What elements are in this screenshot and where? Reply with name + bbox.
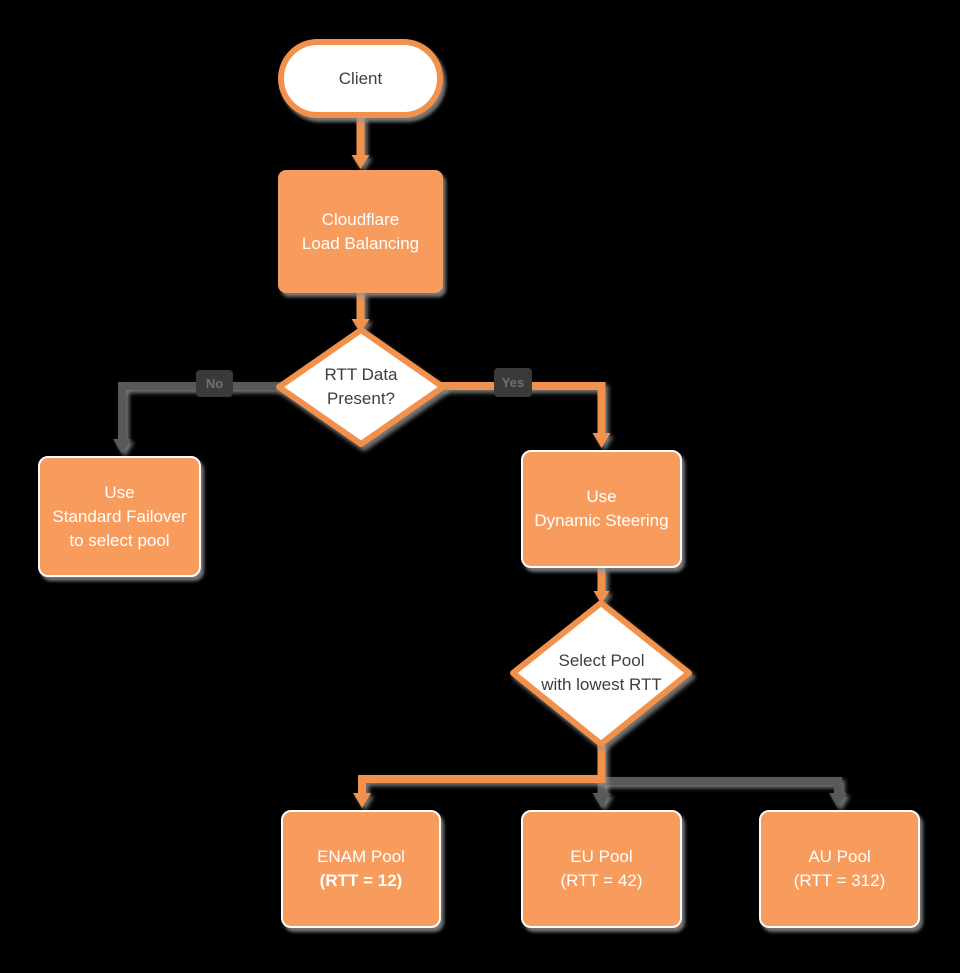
client-label: Client (338, 68, 383, 88)
standard-failover-label: Use Standard Failover to select pool (52, 482, 187, 550)
edge-load-balancer-to-rtt-decision (351, 292, 370, 333)
node-standard-failover: Use Standard Failover to select pool (38, 456, 201, 577)
enam-pool-title: ENAM Pool (317, 847, 405, 866)
pool-decision-label: Select Pool with lowest RTT (541, 651, 662, 694)
rtt-decision-shape (276, 327, 446, 447)
edge-pool-decision-to-au (601, 777, 847, 808)
edge-dynamic-steering-to-pool-decision (593, 568, 610, 604)
eu-pool-label: EU Pool (RTT = 42) (560, 847, 643, 890)
load-balancing-label: Cloudflare Load Balancing (301, 209, 420, 253)
rtt-decision-label: RTT Data Present? (324, 365, 398, 408)
dynamic-steering-label: Use Dynamic Steering (534, 487, 669, 530)
enam-pool-rtt: (RTT = 12) (319, 871, 403, 890)
node-load-balancing: Cloudflare Load Balancing (278, 170, 443, 293)
pool-decision-shape (510, 600, 692, 747)
edge-yes-to-dynamic-steering (440, 382, 611, 448)
node-enam-pool: ENAM Pool (RTT = 12) (281, 810, 441, 928)
edge-label-no: No (196, 370, 233, 397)
edge-pool-decision-to-enam (353, 744, 606, 808)
au-pool-label: AU Pool (RTT = 312) (793, 847, 886, 890)
node-dynamic-steering: Use Dynamic Steering (521, 450, 682, 568)
node-client: Client (278, 39, 443, 118)
node-eu-pool: EU Pool (RTT = 42) (521, 810, 682, 928)
node-au-pool: AU Pool (RTT = 312) (759, 810, 920, 928)
edge-label-yes: Yes (494, 368, 532, 397)
edge-client-to-load-balancer (351, 116, 370, 169)
